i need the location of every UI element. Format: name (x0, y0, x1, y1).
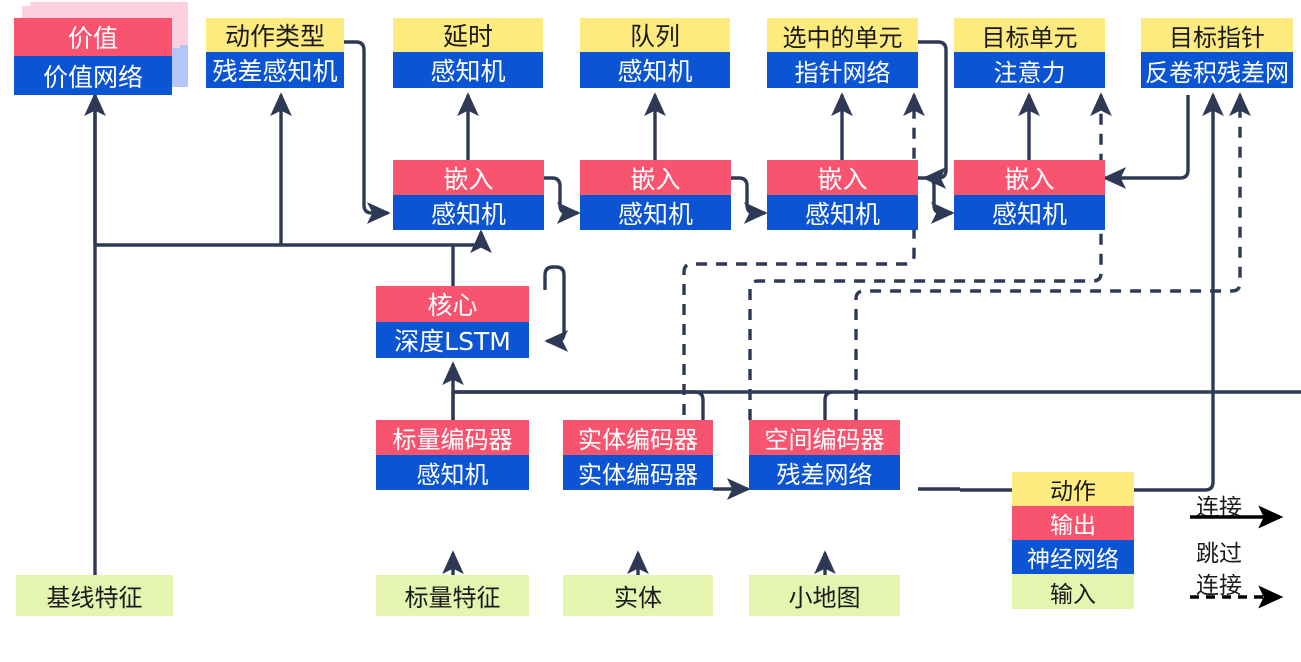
core-bottom-label: 深度LSTM (376, 322, 529, 358)
legend-swatch-nn: 神经网络 (1012, 540, 1134, 574)
skip-entity-to-selectedunits (682, 92, 925, 455)
node-scalar-encoder[interactable]: 标量编码器 感知机 (376, 420, 529, 490)
wire-embed2-to-embed3 (731, 176, 768, 224)
wire-to-targetpoint-solid (960, 92, 1224, 492)
legend-arrows (1190, 505, 1284, 609)
node-selected-units[interactable]: 选中的单元 指针网络 (767, 18, 918, 88)
wire-targetunit-right-stub (1105, 42, 1126, 178)
legend-skip-label-line2: 连接 (1196, 573, 1242, 599)
wire-selectedunits-to-embed4 (918, 40, 948, 189)
node-spatial-encoder[interactable]: 空间编码器 残差网络 (749, 420, 900, 490)
input-scalar-features[interactable]: 标量特征 (376, 575, 529, 616)
embed-2-bottom-label: 感知机 (580, 195, 731, 230)
node-entity-encoder[interactable]: 实体编码器 实体编码器 (563, 420, 713, 490)
node-core[interactable]: 核心 深度LSTM (376, 286, 529, 358)
embed-4-top-label: 嵌入 (954, 160, 1105, 195)
embed-3-bottom-label: 感知机 (767, 195, 918, 230)
core-top-label: 核心 (376, 286, 529, 322)
queue-bottom-label: 感知机 (580, 52, 730, 88)
wire-core-recurrent (543, 265, 569, 352)
node-delay[interactable]: 延时 感知机 (393, 18, 543, 88)
embed-2-top-label: 嵌入 (580, 160, 731, 195)
queue-top-label: 队列 (580, 18, 730, 52)
legend-swatch-input: 输入 (1012, 574, 1134, 609)
node-embed-3[interactable]: 嵌入 感知机 (767, 160, 918, 230)
node-value[interactable]: 价值 价值网络 (14, 2, 188, 95)
wire-actiontype-to-embed1 (344, 40, 391, 224)
wire-targetpoint-riser (1112, 95, 1190, 180)
target-point-top-label: 目标指针 (1141, 18, 1293, 52)
wire-embed3-to-embed4 (918, 176, 955, 224)
node-target-unit[interactable]: 目标单元 注意力 (954, 18, 1105, 88)
embed-1-bottom-label: 感知机 (393, 195, 544, 230)
target-unit-top-label: 目标单元 (954, 18, 1105, 52)
skip-entity-to-targetunit (748, 92, 1112, 420)
skip-spatial-to-targetpoint (854, 92, 1251, 420)
node-target-point[interactable]: 目标指针 反卷积残差网 (1141, 18, 1293, 88)
spatial-encoder-top-label: 空间编码器 (749, 420, 900, 455)
legend-swatch-action: 动作 (1012, 472, 1134, 506)
target-point-bottom-label: 反卷积残差网 (1141, 52, 1293, 88)
node-embed-2[interactable]: 嵌入 感知机 (580, 160, 731, 230)
scalar-encoder-bottom-label: 感知机 (376, 455, 529, 490)
skip-connections (682, 92, 1251, 455)
legend-swatch-output: 输出 (1012, 506, 1134, 540)
spacer6 (688, 95, 1190, 392)
wire-spatialenc-bus-stub (823, 390, 834, 455)
action-type-bottom-label: 残差感知机 (206, 52, 344, 88)
scalar-encoder-top-label: 标量编码器 (376, 420, 529, 455)
legend: 动作 输出 神经网络 输入 (1012, 472, 1134, 609)
embed-4-bottom-label: 感知机 (954, 195, 1105, 230)
input-entities[interactable]: 实体 (563, 575, 713, 616)
node-embed-4[interactable]: 嵌入 感知机 (954, 160, 1105, 230)
selected-units-top-label: 选中的单元 (767, 18, 918, 52)
action-type-top-label: 动作类型 (206, 18, 344, 52)
input-baseline-features[interactable]: 基线特征 (16, 575, 173, 616)
wire-embed1-to-embed2 (544, 176, 581, 224)
node-queue[interactable]: 队列 感知机 (580, 18, 730, 88)
spatial-encoder-bottom-label: 残差网络 (749, 455, 900, 490)
embed-1-top-label: 嵌入 (393, 160, 544, 195)
value-top-label: 价值 (14, 18, 172, 56)
delay-bottom-label: 感知机 (393, 52, 543, 88)
selected-units-bottom-label: 指针网络 (767, 52, 918, 88)
entity-encoder-bottom-label: 实体编码器 (563, 455, 713, 490)
embed-3-top-label: 嵌入 (767, 160, 918, 195)
wire-core-to-embed1 (470, 229, 492, 254)
legend-skip-label-line1: 跳过 (1196, 541, 1242, 567)
target-unit-bottom-label: 注意力 (954, 52, 1105, 88)
input-minimap[interactable]: 小地图 (749, 575, 900, 616)
node-action-type[interactable]: 动作类型 残差感知机 (206, 18, 344, 88)
delay-top-label: 延时 (393, 18, 543, 52)
entity-encoder-top-label: 实体编码器 (563, 420, 713, 455)
value-bottom-label: 价值网络 (14, 56, 172, 95)
node-embed-1[interactable]: 嵌入 感知机 (393, 160, 544, 230)
